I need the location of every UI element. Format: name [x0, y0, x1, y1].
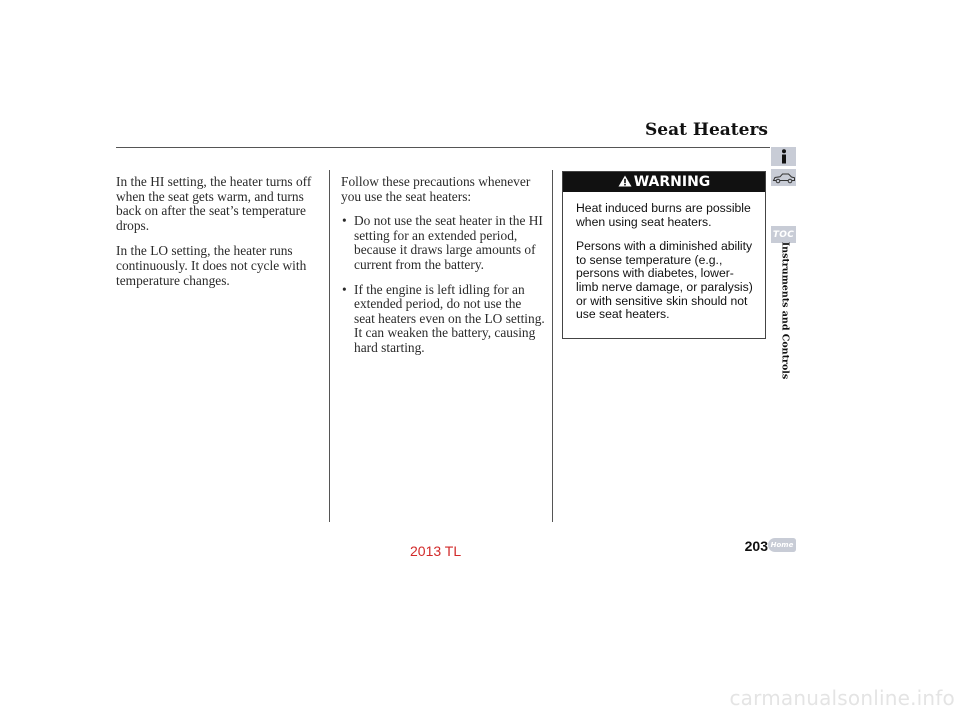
- page-number: 203: [744, 538, 768, 554]
- header-divider: [116, 147, 770, 148]
- bullet-text: Do not use the seat heater in the HI set…: [354, 213, 543, 272]
- warning-text-persons: Persons with a diminished ability to sen…: [576, 239, 753, 322]
- list-item: • Do not use the seat heater in the HI s…: [341, 213, 545, 272]
- car-icon: [772, 173, 795, 183]
- model-watermark: 2013 TL: [410, 543, 462, 559]
- bullet-marker: •: [342, 213, 347, 229]
- warning-text-burns: Heat induced burns are possible when usi…: [576, 201, 751, 229]
- bullet-marker: •: [342, 281, 347, 297]
- warning-header: WARNING: [563, 172, 765, 192]
- warning-box: WARNING Heat induced burns are possible …: [562, 171, 766, 339]
- warning-label: WARNING: [633, 174, 711, 190]
- list-item: • If the engine is left idling for an ex…: [341, 281, 545, 356]
- home-button[interactable]: Home: [768, 538, 796, 552]
- left-column: In the HI setting, the heater turns off …: [116, 174, 324, 288]
- paragraph-lo-setting: In the LO setting, the heater runs conti…: [116, 243, 307, 288]
- vehicle-tab[interactable]: [771, 169, 796, 186]
- middle-column: Follow these precautions whenever you us…: [341, 174, 545, 356]
- site-watermark: carmanualsonline.info: [729, 686, 955, 710]
- precautions-intro: Follow these precautions whenever you us…: [341, 174, 531, 204]
- toc-tab[interactable]: TOC: [771, 226, 796, 243]
- section-label-text: Instruments and Controls: [779, 241, 791, 379]
- home-label: Home: [770, 541, 794, 549]
- info-icon: [781, 149, 786, 164]
- section-label: Instruments and Controls: [777, 241, 793, 379]
- info-tab[interactable]: [771, 147, 796, 166]
- warning-triangle-icon: [618, 175, 632, 187]
- bullet-text: If the engine is left idling for an exte…: [354, 281, 545, 355]
- paragraph-hi-setting: In the HI setting, the heater turns off …: [116, 174, 312, 233]
- column-divider-left: [329, 170, 330, 522]
- column-divider-right: [552, 170, 553, 522]
- page-title: Seat Heaters: [645, 120, 768, 140]
- warning-body: Heat induced burns are possible when usi…: [563, 192, 765, 322]
- toc-label: TOC: [772, 229, 795, 240]
